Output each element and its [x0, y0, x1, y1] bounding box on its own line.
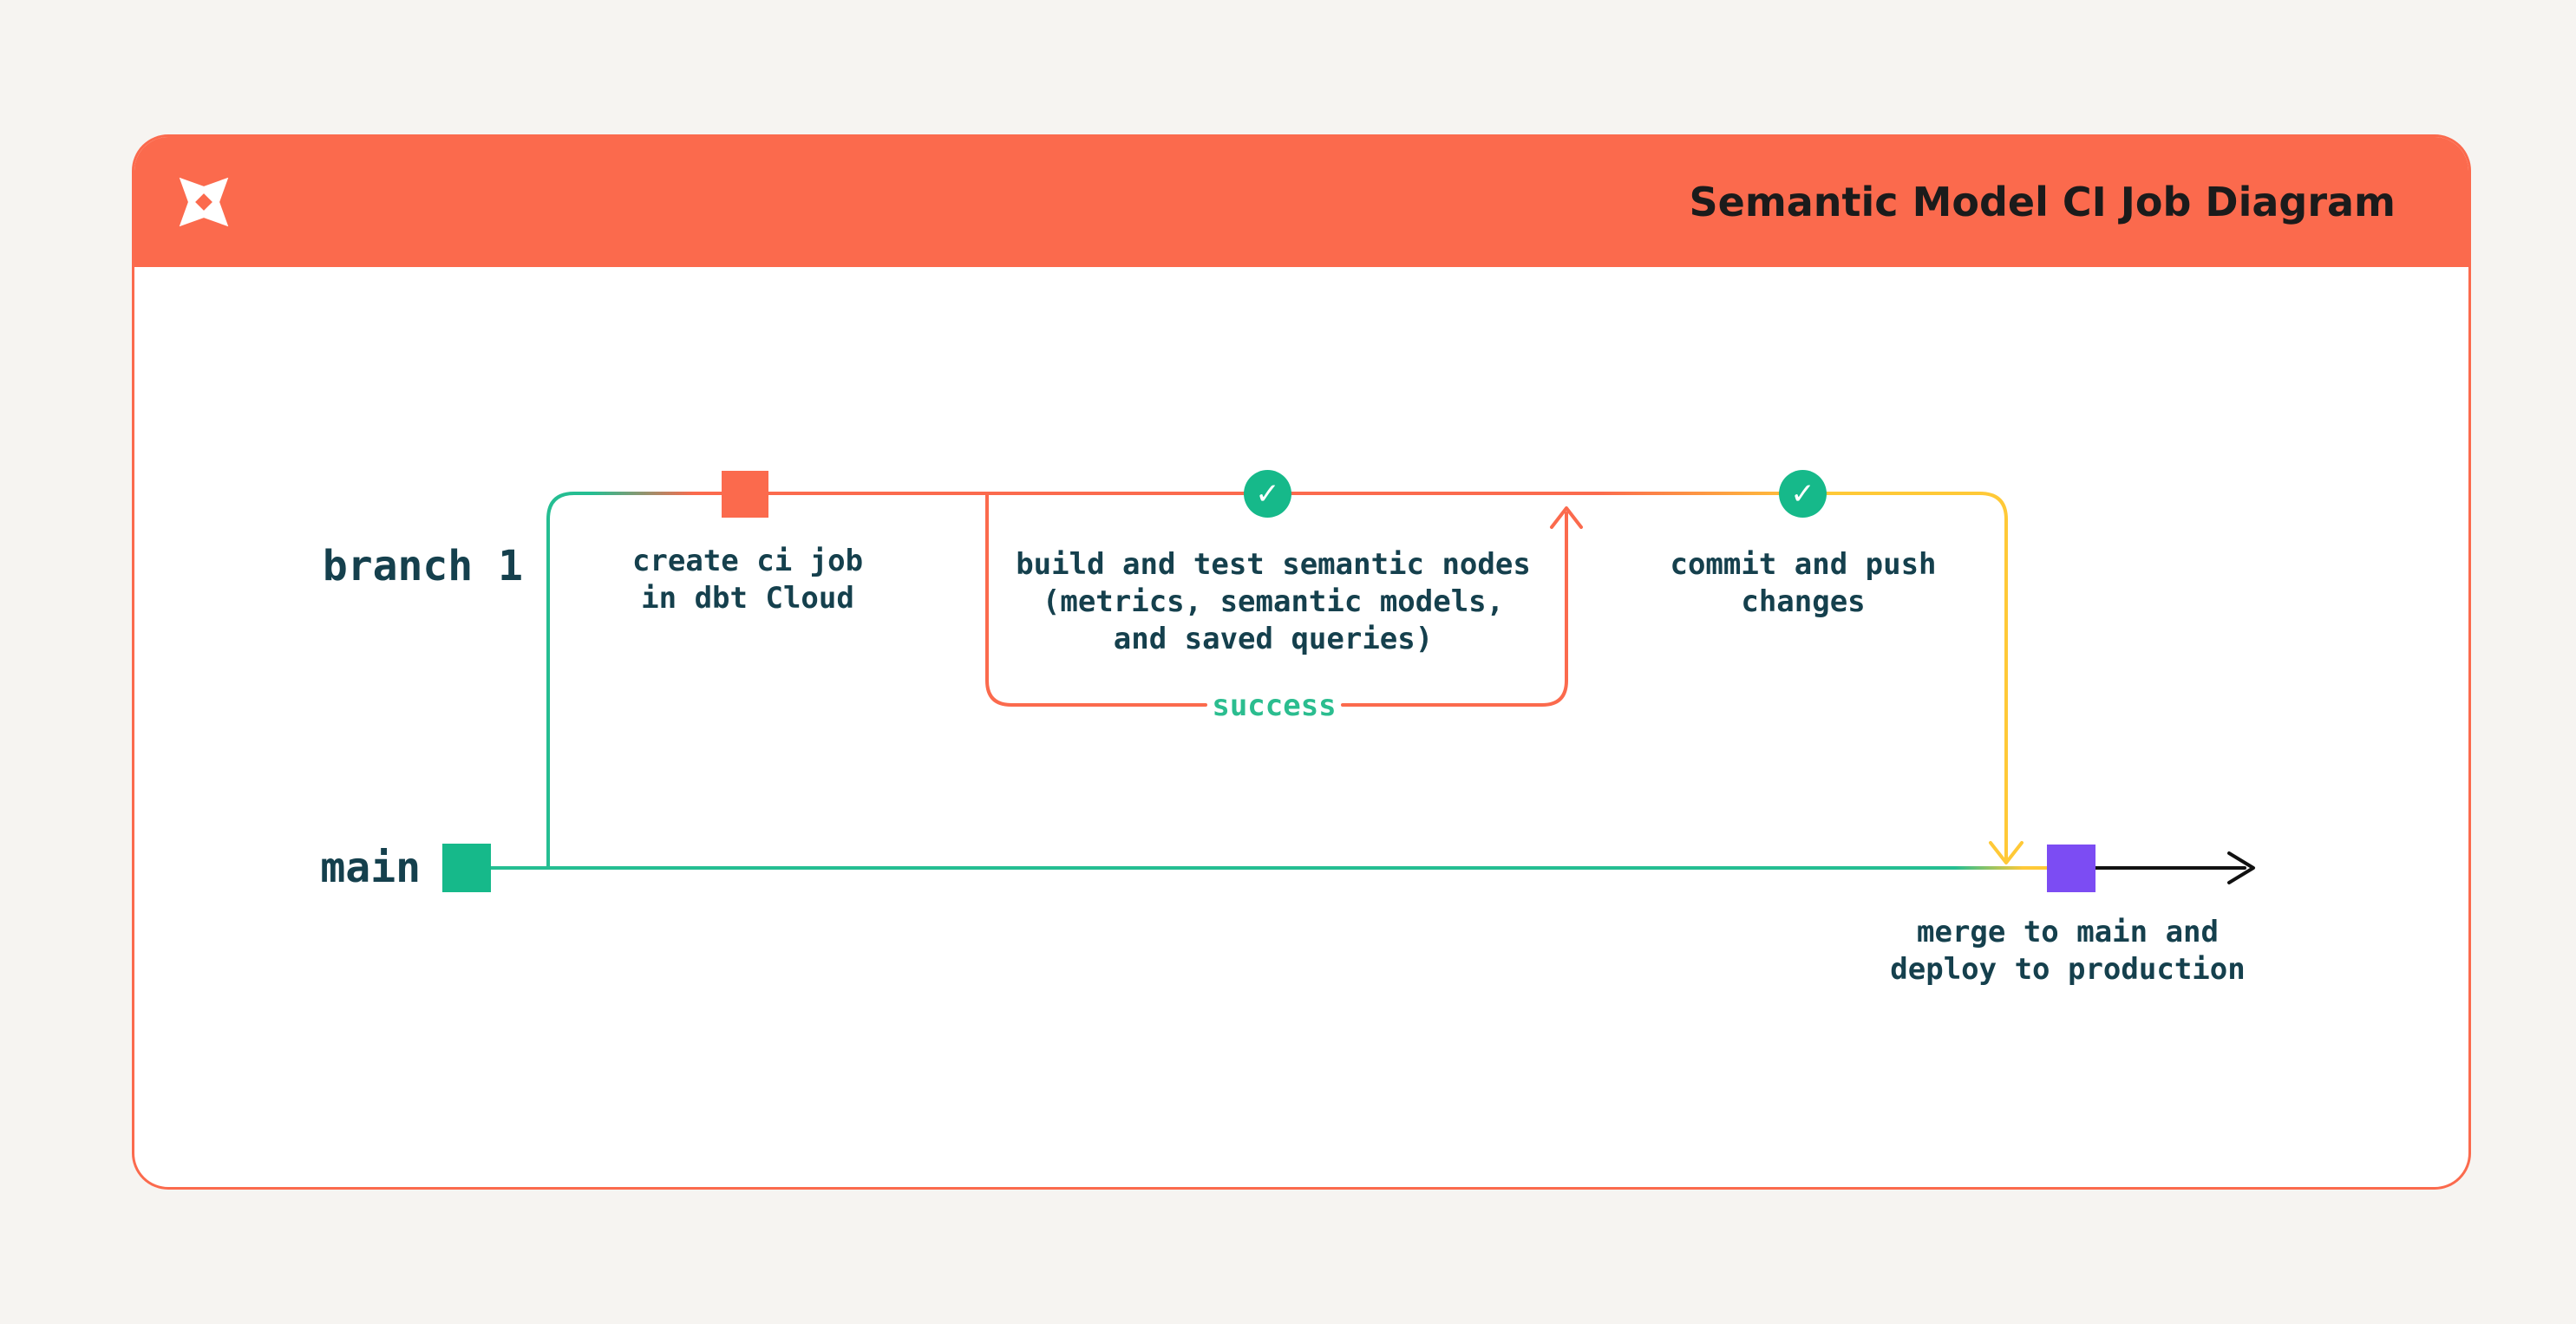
card-header: Semantic Model CI Job Diagram	[134, 137, 2468, 267]
merge-commit-node	[2047, 845, 2095, 892]
branch1-label: branch 1	[322, 542, 523, 590]
success-annotation: success	[1212, 688, 1337, 723]
merge-arrowhead-icon	[1989, 841, 2024, 864]
success-bracket-right	[1341, 512, 1568, 707]
create-ci-job-commit-node	[722, 471, 768, 518]
merge-deploy-label: merge to main and deploy to production	[1890, 915, 2246, 987]
page-title: Semantic Model CI Job Diagram	[1689, 179, 2396, 225]
main-label: main	[320, 844, 421, 892]
diagram-card: Semantic Model CI Job Diagram	[132, 134, 2471, 1190]
success-arrowhead-icon	[1550, 506, 1583, 529]
commit-push-label: commit and push changes	[1670, 547, 1937, 619]
commit-push-check-icon: ✓	[1779, 470, 1827, 518]
success-bracket-left	[985, 493, 1207, 707]
build-test-label: build and test semantic nodes (metrics, …	[1016, 547, 1531, 656]
build-test-check-icon: ✓	[1244, 470, 1291, 518]
main-continuation-arrowhead-icon	[2227, 851, 2255, 884]
main-start-commit-node	[442, 844, 491, 892]
create-ci-job-label: create ci job in dbt Cloud	[631, 544, 864, 616]
